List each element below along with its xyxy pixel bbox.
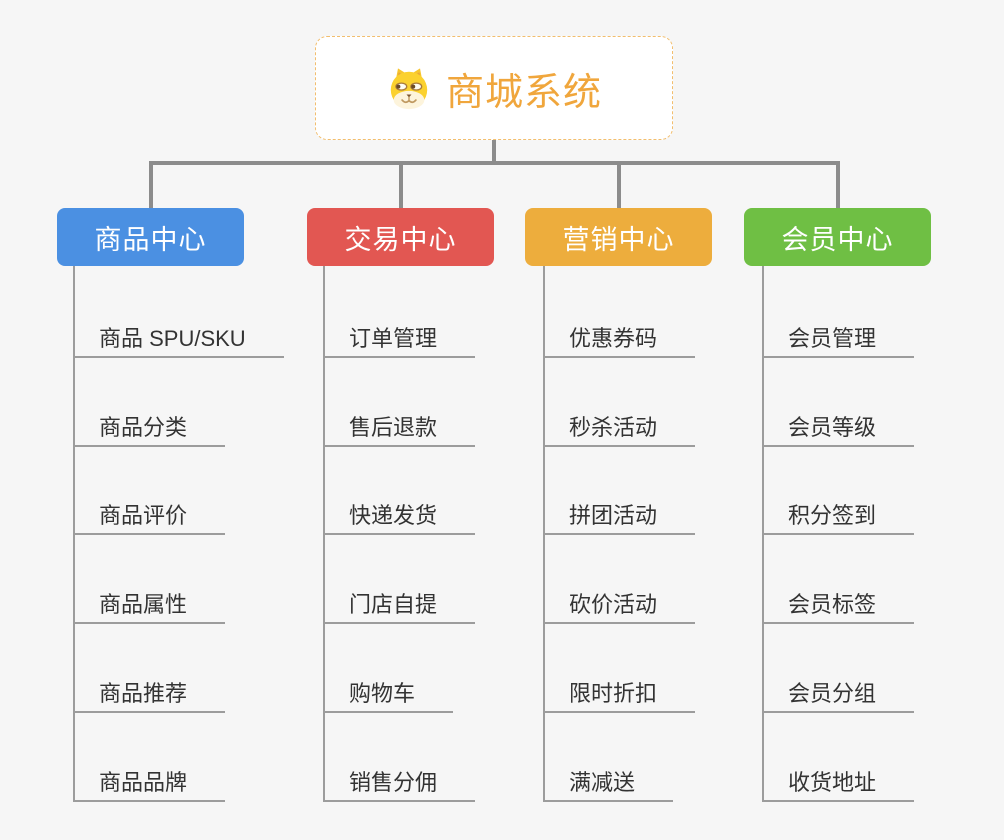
connector-line (835, 161, 840, 208)
leaf-node[interactable]: 秒杀活动 (543, 411, 696, 447)
leaf-label: 拼团活动 (569, 503, 658, 528)
leaf-node[interactable]: 购物车 (323, 677, 454, 713)
leaf-label: 商品 SPU/SKU (99, 326, 246, 351)
leaf-label: 优惠券码 (569, 326, 658, 351)
leaf-node[interactable]: 订单管理 (323, 322, 476, 358)
leaf-label: 门店自提 (349, 592, 438, 617)
leaf-node[interactable]: 销售分佣 (323, 766, 476, 802)
leaf-node[interactable]: 门店自提 (323, 588, 476, 624)
leaf-label: 购物车 (349, 681, 416, 706)
leaf-node[interactable]: 积分签到 (762, 499, 915, 535)
connector-line (616, 161, 621, 208)
leaf-label: 订单管理 (349, 326, 438, 351)
branch-node[interactable]: 会员中心 (744, 208, 931, 266)
leaf-node[interactable]: 收货地址 (762, 766, 915, 802)
leaf-label: 会员管理 (788, 326, 877, 351)
leaf-node[interactable]: 商品推荐 (73, 677, 226, 713)
leaf-label: 会员标签 (788, 592, 877, 617)
leaf-node[interactable]: 会员等级 (762, 411, 915, 447)
branch-node[interactable]: 营销中心 (525, 208, 712, 266)
leaf-label: 商品推荐 (99, 681, 188, 706)
leaf-node[interactable]: 商品属性 (73, 588, 226, 624)
leaf-label: 限时折扣 (569, 681, 658, 706)
leaf-node[interactable]: 拼团活动 (543, 499, 696, 535)
shiba-dog-icon (386, 65, 432, 111)
leaf-label: 销售分佣 (349, 770, 438, 795)
leaf-node[interactable]: 商品 SPU/SKU (73, 322, 284, 358)
leaf-label: 商品品牌 (99, 770, 188, 795)
leaf-label: 商品属性 (99, 592, 188, 617)
connector-line (398, 161, 403, 208)
branch-node[interactable]: 商品中心 (57, 208, 244, 266)
connector-line (148, 161, 840, 165)
connector-line (148, 161, 153, 208)
leaf-label: 会员分组 (788, 681, 877, 706)
leaf-label: 商品分类 (99, 415, 188, 440)
leaf-node[interactable]: 会员分组 (762, 677, 915, 713)
leaf-node[interactable]: 快递发货 (323, 499, 476, 535)
leaf-node[interactable]: 会员标签 (762, 588, 915, 624)
leaf-label: 收货地址 (788, 770, 877, 795)
leaf-node[interactable]: 商品分类 (73, 411, 226, 447)
leaf-label: 会员等级 (788, 415, 877, 440)
connector-line (492, 140, 496, 165)
branch-node[interactable]: 交易中心 (307, 208, 494, 266)
leaf-node[interactable]: 优惠券码 (543, 322, 696, 358)
leaf-node[interactable]: 商品评价 (73, 499, 226, 535)
leaf-label: 砍价活动 (569, 592, 658, 617)
leaf-node[interactable]: 售后退款 (323, 411, 476, 447)
root-title: 商城系统 (445, 71, 602, 114)
leaf-node[interactable]: 商品品牌 (73, 766, 226, 802)
leaf-label: 售后退款 (349, 415, 438, 440)
leaf-label: 秒杀活动 (569, 415, 658, 440)
leaf-node[interactable]: 砍价活动 (543, 588, 696, 624)
leaf-label: 快递发货 (349, 503, 438, 528)
branch-label: 营销中心 (562, 224, 675, 255)
leaf-node[interactable]: 满减送 (543, 766, 674, 802)
root-node[interactable]: 商城系统 (315, 36, 673, 140)
branch-label: 会员中心 (781, 224, 894, 255)
leaf-label: 积分签到 (788, 503, 877, 528)
branch-label: 商品中心 (94, 224, 207, 255)
leaf-label: 满减送 (569, 770, 636, 795)
leaf-node[interactable]: 会员管理 (762, 322, 915, 358)
branch-label: 交易中心 (344, 224, 457, 255)
leaf-node[interactable]: 限时折扣 (543, 677, 696, 713)
leaf-label: 商品评价 (99, 503, 188, 528)
